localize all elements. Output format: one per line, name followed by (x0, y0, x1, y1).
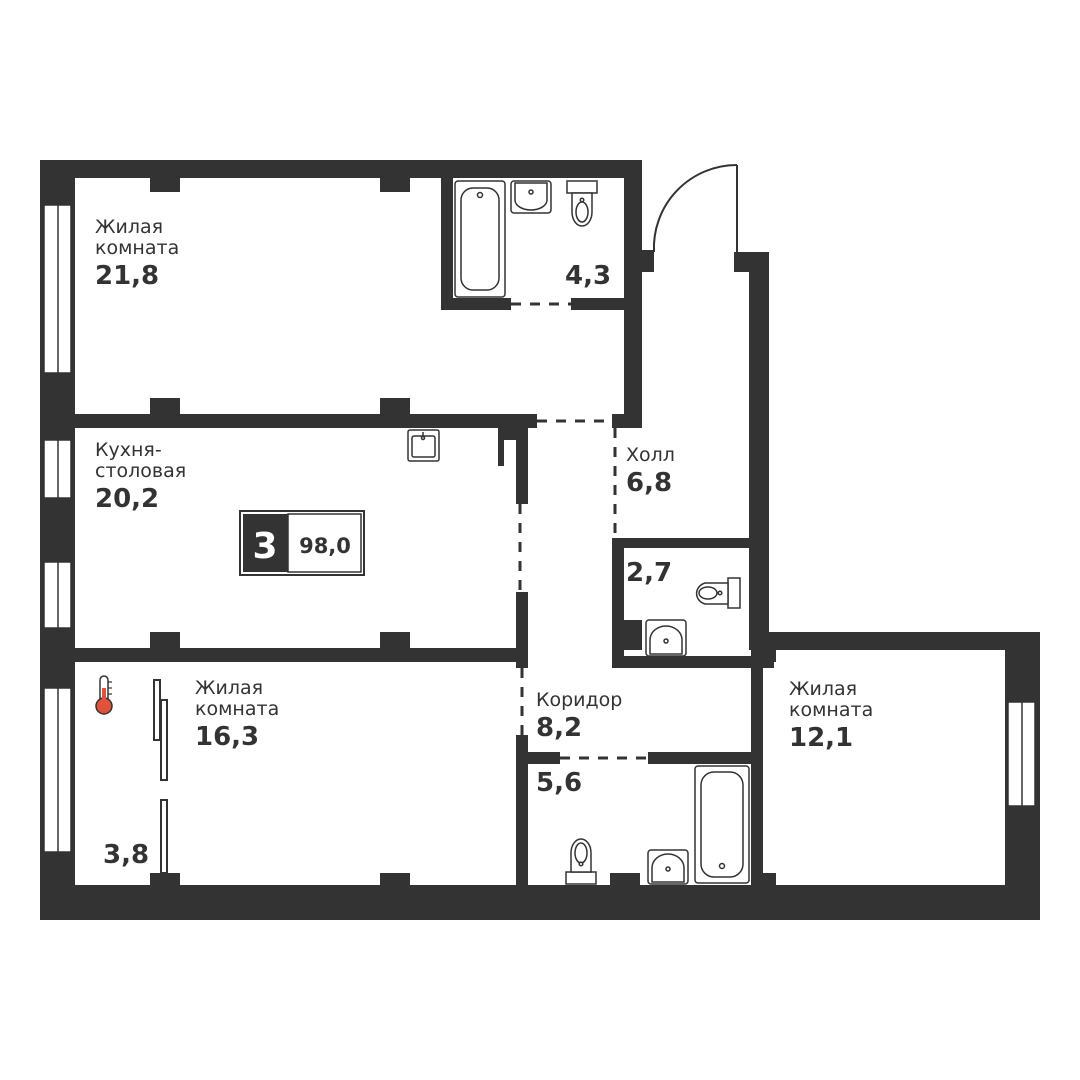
windows (43, 204, 1036, 853)
room-area: 16,3 (195, 722, 259, 752)
room-area: 20,2 (95, 484, 159, 514)
room-area: 3,8 (103, 840, 149, 870)
room-area: 8,2 (536, 713, 582, 743)
room-area: 4,3 (565, 261, 611, 291)
room-name: столовая (95, 460, 186, 482)
room-kitchen: Кухня- столовая 20,2 (95, 439, 186, 514)
bathtub-icon (454, 180, 506, 298)
room-name: комната (789, 699, 873, 721)
total-area: 98,0 (299, 534, 351, 558)
thermometer-icon (95, 675, 113, 715)
room-name: Жилая (195, 677, 263, 699)
room-name: Жилая (95, 216, 163, 238)
sink-icon-wc (645, 619, 687, 657)
room-living2: Жилая комната 16,3 (195, 677, 279, 752)
kitchen-sink-icon (407, 429, 440, 462)
room-name: комната (195, 698, 279, 720)
room-area: 2,7 (626, 558, 672, 588)
toilet-icon-wc (695, 577, 741, 609)
room-name: комната (95, 237, 179, 259)
room-area: 5,6 (536, 768, 582, 798)
room-area: 21,8 (95, 261, 159, 291)
toilet-icon (566, 180, 598, 227)
sink-icon-bath2 (647, 849, 689, 885)
door-swing-icon (652, 163, 738, 253)
toilet-icon-bath2 (565, 838, 597, 885)
loggia-partition (153, 679, 168, 874)
room-hall: Холл 6,8 (626, 444, 675, 498)
room-name: Холл (626, 444, 675, 466)
sink-icon (510, 180, 552, 214)
room-bath2: 5,6 (536, 768, 582, 798)
room-bath1: 4,3 (565, 261, 611, 291)
apartment-badge: 3 98,0 (239, 510, 365, 576)
room-name: Жилая (789, 678, 857, 700)
room-corridor: Коридор 8,2 (536, 689, 622, 743)
room-wc: 2,7 (626, 558, 672, 588)
dashed-openings (511, 302, 648, 760)
room-living3: Жилая комната 12,1 (789, 678, 873, 753)
room-area: 6,8 (626, 468, 672, 498)
room-count: 3 (252, 526, 277, 567)
room-loggia: 3,8 (103, 840, 149, 870)
room-area: 12,1 (789, 723, 853, 753)
room-name: Кухня- (95, 439, 162, 461)
room-living1: Жилая комната 21,8 (95, 216, 179, 291)
walls (40, 160, 1040, 920)
bathtub-icon-2 (694, 765, 750, 884)
room-name: Коридор (536, 689, 622, 711)
